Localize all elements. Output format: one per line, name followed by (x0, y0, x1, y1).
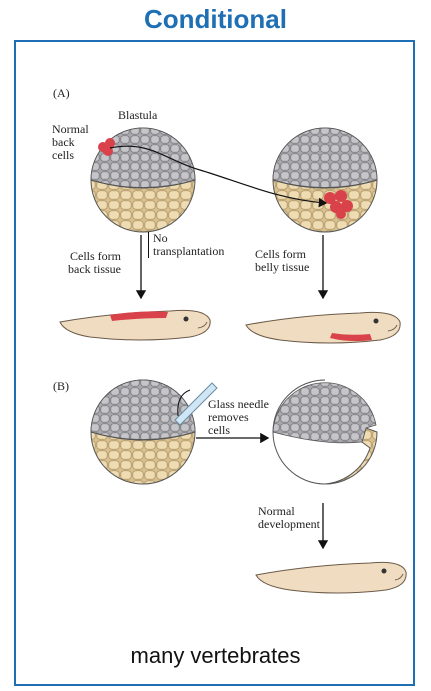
normal-development-label: Normal development (258, 505, 320, 531)
blastula-b-left (91, 380, 195, 484)
needle-label: Glass needle removes cells (208, 398, 269, 437)
blastula-left (91, 128, 195, 232)
no-transplant-label: No transplantation (148, 232, 224, 258)
panel-b-label: (B) (53, 380, 69, 393)
blastula-right (273, 128, 377, 232)
tadpole-back-tissue (60, 310, 210, 340)
caption: many vertebrates (0, 643, 431, 669)
tadpole-belly-tissue (246, 312, 400, 343)
left-outcome-label: Cells form back tissue (68, 250, 121, 276)
normal-back-cells-label: Normal back cells (52, 123, 89, 162)
tadpole-normal (256, 562, 406, 593)
blastula-label: Blastula (118, 109, 157, 122)
blastula-b-right (273, 380, 377, 484)
panel-a-label: (A) (53, 87, 70, 100)
right-outcome-label: Cells form belly tissue (255, 248, 309, 274)
